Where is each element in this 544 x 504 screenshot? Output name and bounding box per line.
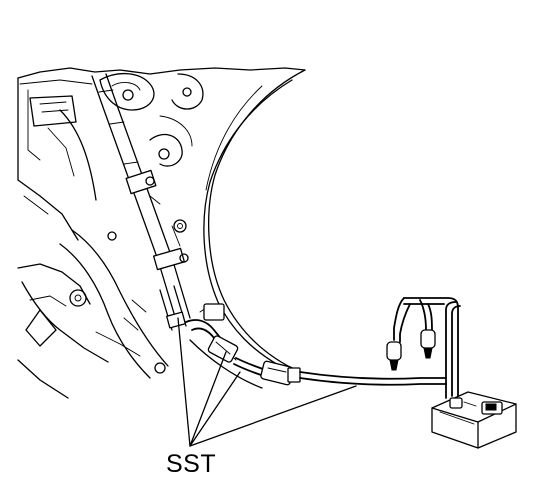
- vehicle-body-outline: [17, 67, 306, 399]
- sst-callout-leaders: [177, 317, 357, 447]
- sst-wire-harness: [185, 297, 461, 399]
- sst-callout-label: SST: [166, 450, 217, 478]
- battery-box: [431, 391, 517, 449]
